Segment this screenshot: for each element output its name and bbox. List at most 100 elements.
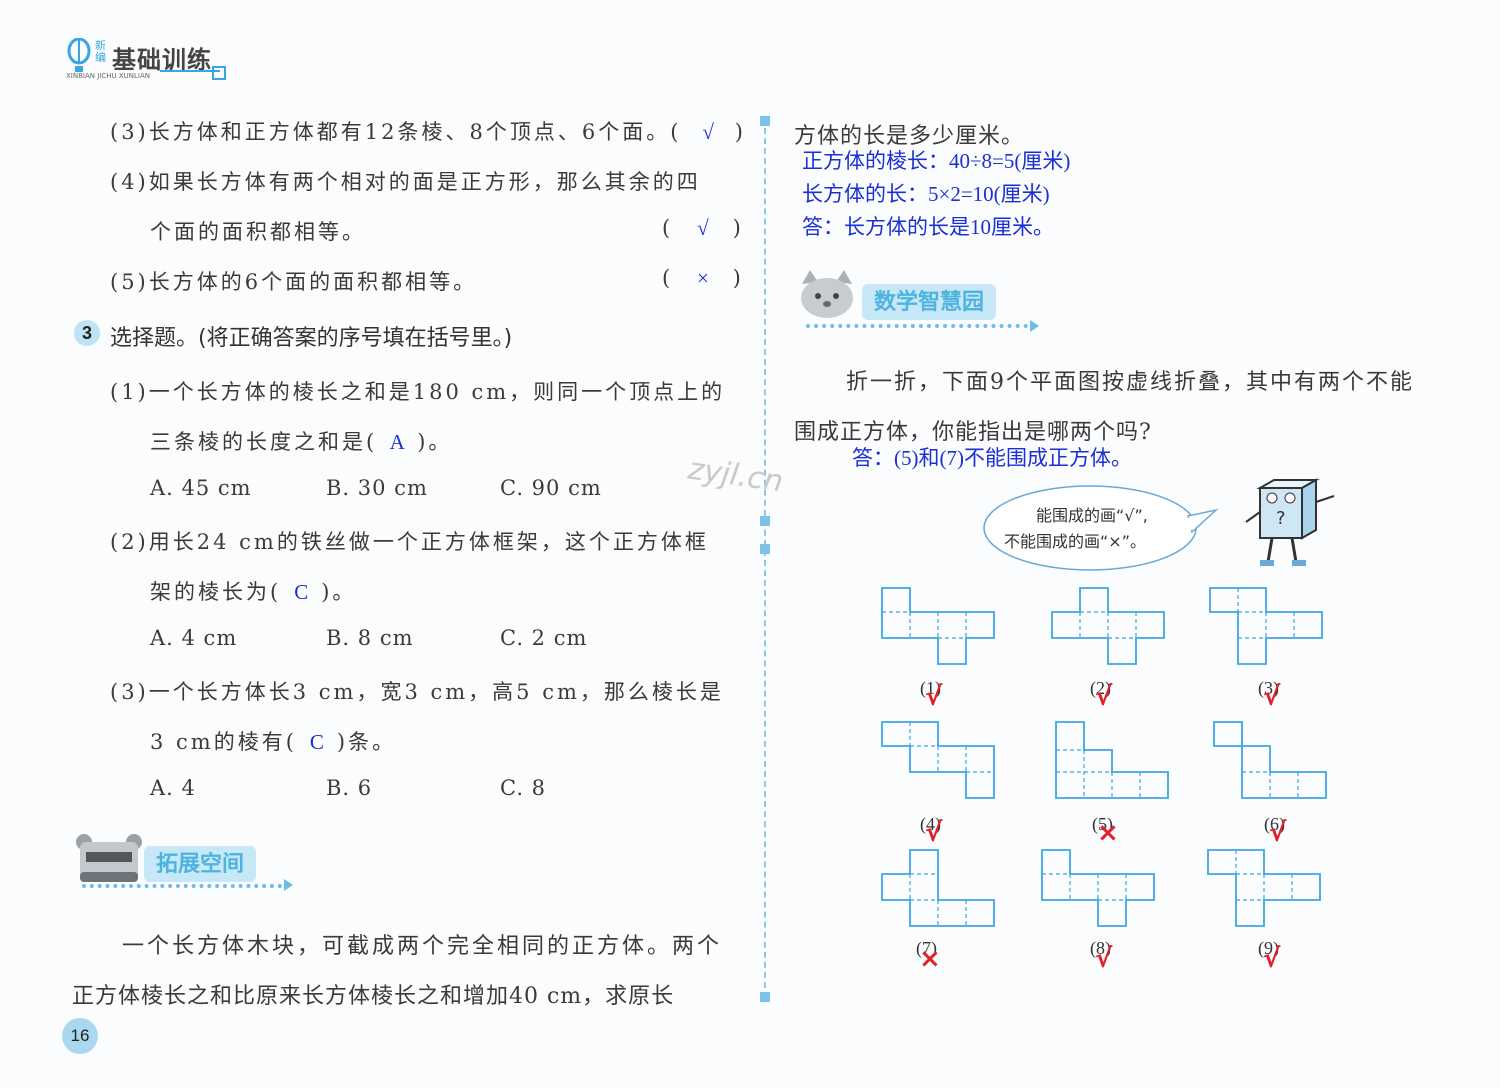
q3-1-post: )。 xyxy=(417,430,453,454)
q3-3-option-c: C. 8 xyxy=(500,776,547,800)
net-label-4: (4) xyxy=(920,814,941,834)
q2-3-text: (3)长方体和正方体都有12条棱、8个顶点、6个面。( xyxy=(110,120,682,144)
net-label-7: (7) xyxy=(916,938,937,958)
q2-5-open: ( xyxy=(662,266,674,290)
net-mark-1: √ xyxy=(925,682,943,712)
watermark: zyjl.cn xyxy=(686,451,786,500)
q3-2-line1: (2)用长24 cm的铁丝做一个正方体框架，这个正方体框 xyxy=(110,530,709,554)
q3-3-answer: C xyxy=(309,730,324,754)
q3-1-option-b: B. 30 cm xyxy=(326,476,428,500)
net-mark-9: √ xyxy=(1263,944,1281,974)
solution-line-3: 答：长方体的长是10厘米。 xyxy=(802,215,1054,239)
expand-p1: 一个长方体木块，可截成两个完全相同的正方体。两个 xyxy=(122,934,723,959)
header-box xyxy=(212,66,226,80)
section-3-badge: 3 xyxy=(74,320,100,346)
net-label-5: (5) xyxy=(1092,814,1113,834)
net-mark-6: √ xyxy=(1269,818,1287,848)
q2-5-brackets: ( × ) xyxy=(662,266,744,291)
q3-2-line2: 架的棱长为( C )。 xyxy=(150,576,356,606)
header-underline xyxy=(160,70,220,72)
q3-3-option-a: A. 4 xyxy=(150,776,196,800)
q2-3: (3)长方体和正方体都有12条棱、8个顶点、6个面。( √ ) xyxy=(110,116,746,146)
section-wisdom-dots xyxy=(806,324,1028,328)
q2-3-close: ) xyxy=(734,120,746,144)
bubble-line2: 不能围成的画“×”。 xyxy=(1004,532,1146,551)
net-label-9: (9) xyxy=(1258,938,1279,958)
net-mark-3: √ xyxy=(1263,682,1281,712)
header-title: 基础训练 xyxy=(112,46,212,74)
divider-square xyxy=(760,544,770,554)
q3-2-pre: 架的棱长为( xyxy=(150,580,282,604)
section-expand-title: 拓展空间 xyxy=(144,846,257,882)
robot-mascot-icon xyxy=(76,834,142,882)
net-label-2: (2) xyxy=(1090,678,1111,698)
q3-3-post: )条。 xyxy=(336,730,397,754)
cube-net-8 xyxy=(1041,849,1155,927)
cube-net-1 xyxy=(881,587,995,665)
q2-4-answer: √ xyxy=(697,216,709,240)
cube-net-6 xyxy=(1213,721,1327,799)
q3-3-option-b: B. 6 xyxy=(326,776,373,800)
q2-5-text: (5)长方体的6个面的面积都相等。 xyxy=(110,270,478,294)
q3-3-line2: 3 cm的棱有( C )条。 xyxy=(150,726,396,756)
header-subtitle: XINBIAN JICHU XUNLIAN xyxy=(66,72,150,80)
net-label-1: (1) xyxy=(920,678,941,698)
q3-1-answer: A xyxy=(389,430,405,454)
column-divider xyxy=(764,118,766,998)
q2-3-answer: √ xyxy=(702,120,714,144)
cube-net-5 xyxy=(1055,721,1169,799)
q3-3-pre: 3 cm的棱有( xyxy=(150,730,297,754)
q3-1-option-a: A. 45 cm xyxy=(150,476,252,500)
q3-2-option-a: A. 4 cm xyxy=(150,626,238,650)
q3-3-line1: (3)一个长方体长3 cm，宽3 cm，高5 cm，那么棱长是 xyxy=(110,680,724,704)
net-mark-7: × xyxy=(919,944,941,974)
net-label-6: (6) xyxy=(1264,814,1285,834)
q3-1-line1: (1)一个长方体的棱长之和是180 cm，则同一个顶点上的 xyxy=(110,380,726,404)
section-3-title: 选择题。(将正确答案的序号填在括号里。) xyxy=(110,326,513,351)
q2-4-line1: (4)如果长方体有两个相对的面是正方形，那么其余的四 xyxy=(110,170,701,194)
q2-4-line2-text: 个面的面积都相等。 xyxy=(150,220,366,244)
cube-net-4 xyxy=(881,721,995,799)
cube-net-2 xyxy=(1051,587,1165,665)
wisdom-answer: 答：(5)和(7)不能围成正方体。 xyxy=(852,446,1132,470)
q3-2-post: )。 xyxy=(321,580,357,604)
cube-net-9 xyxy=(1207,849,1321,927)
q2-5-answer: × xyxy=(696,266,709,290)
net-label-8: (8) xyxy=(1090,938,1111,958)
q3-2-answer: C xyxy=(294,580,309,604)
page-number: 16 xyxy=(62,1018,98,1054)
q3-1-option-c: C. 90 cm xyxy=(500,476,602,500)
svg-text:?: ? xyxy=(1276,508,1286,529)
speech-bubble xyxy=(983,485,1219,571)
divider-square xyxy=(760,516,770,526)
q3-2-option-b: B. 8 cm xyxy=(326,626,414,650)
net-label-3: (3) xyxy=(1258,678,1279,698)
brand-cn: 新编 xyxy=(95,39,106,64)
q2-4-brackets: ( √ ) xyxy=(662,216,744,241)
net-mark-5: × xyxy=(1097,818,1119,848)
q2-4-open: ( xyxy=(662,216,674,240)
expand-p3: 方体的长是多少厘米。 xyxy=(794,124,1025,149)
cube-character-icon: ? xyxy=(1245,478,1335,566)
wisdom-question-line2: 围成正方体，你能指出是哪两个吗? xyxy=(794,420,1152,445)
bubble-line1: 能围成的画“√”, xyxy=(1036,506,1148,525)
expand-p2: 正方体棱长之和比原来长方体棱长之和增加40 cm，求原长 xyxy=(72,984,675,1009)
divider-square xyxy=(760,992,770,1002)
cube-net-7 xyxy=(881,849,995,927)
cat-mascot-icon xyxy=(801,270,853,318)
cube-net-3 xyxy=(1209,587,1323,665)
solution-line-2: 长方体的长：5×2=10(厘米) xyxy=(802,182,1050,206)
q2-5-close: ) xyxy=(732,266,744,290)
solution-line-1: 正方体的棱长：40÷8=5(厘米) xyxy=(802,149,1071,173)
divider-square xyxy=(760,116,770,126)
section-wisdom-arrow-icon xyxy=(1030,320,1039,332)
section-expand-dots xyxy=(82,884,282,888)
wisdom-question-line1: 折一折，下面9个平面图按虚线折叠，其中有两个不能 xyxy=(846,370,1414,395)
header-logo: 新编 基础训练 XINBIAN JICHU XUNLIAN xyxy=(66,36,226,82)
section-expand-arrow-icon xyxy=(284,879,293,891)
net-mark-4: √ xyxy=(925,818,943,848)
net-mark-8: √ xyxy=(1095,944,1113,974)
net-mark-2: √ xyxy=(1095,682,1113,712)
balloon-icon xyxy=(67,38,91,72)
q3-2-option-c: C. 2 cm xyxy=(500,626,588,650)
